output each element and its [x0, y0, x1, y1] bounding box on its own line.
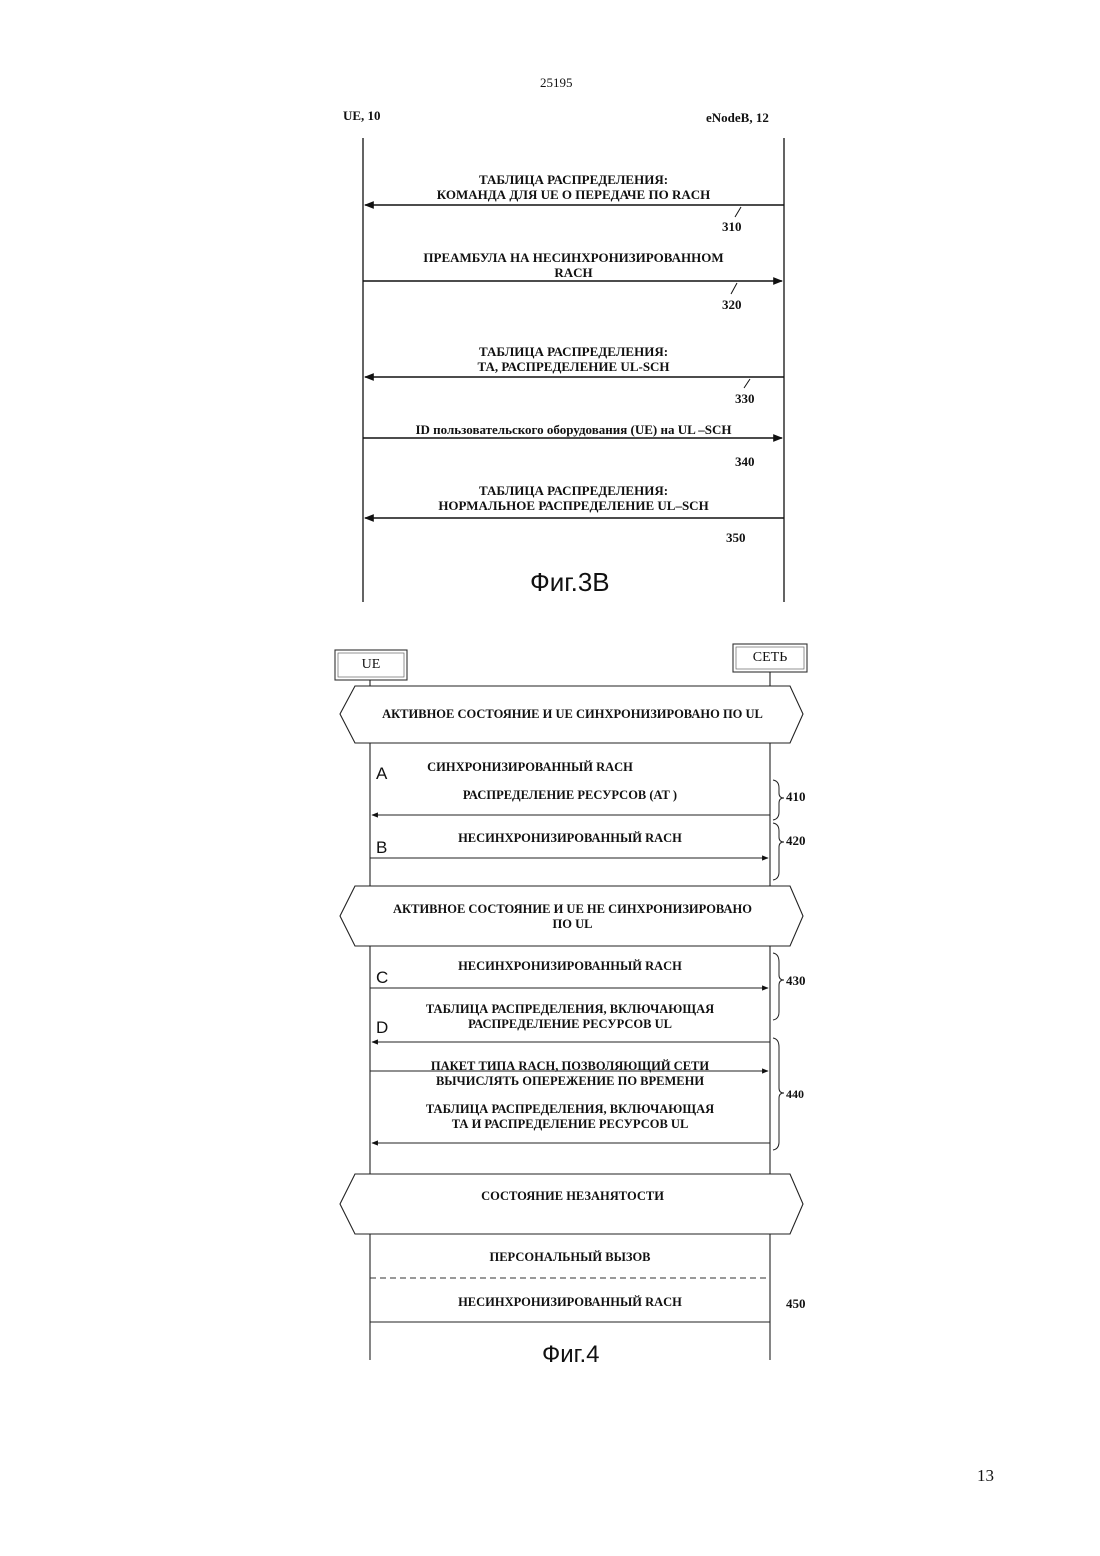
msg-unsync-rach-c: НЕСИНХРОНИЗИРОВАННЫЙ RACH — [370, 959, 770, 974]
state-idle — [340, 1174, 803, 1234]
state-active-unsynced-label: АКТИВНОЕ СОСТОЯНИЕ И UE НЕ СИНХРОНИЗИРОВ… — [355, 902, 790, 932]
ref-450: 450 — [786, 1296, 806, 1312]
brace-440 — [773, 1038, 784, 1150]
state-active-synced-label: АКТИВНОЕ СОСТОЯНИЕ И UE СИНХРОНИЗИРОВАНО… — [355, 707, 790, 722]
ue-entity-label-fig4: UE — [335, 657, 407, 673]
ref-420: 420 — [786, 833, 806, 849]
msg-rach-packet: ПАКЕТ ТИПА RACH, ПОЗВОЛЯЮЩИЙ СЕТИВЫЧИСЛЯ… — [370, 1059, 770, 1089]
brace-430 — [773, 953, 784, 1020]
ref-430: 430 — [786, 973, 806, 989]
page-number: 13 — [977, 1466, 994, 1486]
msg-unsync-rach-b: НЕСИНХРОНИЗИРОВАННЫЙ RACH — [370, 831, 770, 846]
msg-paging: ПЕРСОНАЛЬНЫЙ ВЫЗОВ — [370, 1250, 770, 1265]
network-entity-label: СЕТЬ — [733, 650, 807, 666]
msg-alloc-table-ul: ТАБЛИЦА РАСПРЕДЕЛЕНИЯ, ВКЛЮЧАЮЩАЯРАСПРЕД… — [370, 1002, 770, 1032]
ref-410: 410 — [786, 789, 806, 805]
brace-420 — [773, 823, 784, 880]
msg-alloc-table-ta: ТАБЛИЦА РАСПРЕДЕЛЕНИЯ, ВКЛЮЧАЮЩАЯТА И РА… — [370, 1102, 770, 1132]
brace-410 — [773, 780, 784, 820]
msg-resource-alloc: РАСПРЕДЕЛЕНИЕ РЕСУРСОВ (АТ ) — [370, 788, 770, 803]
fig4-caption: Фиг.4 — [542, 1341, 600, 1369]
ref-440: 440 — [786, 1087, 804, 1102]
state-idle-label: СОСТОЯНИЕ НЕЗАНЯТОСТИ — [355, 1189, 790, 1204]
msg-sync-rach: СИНХРОНИЗИРОВАННЫЙ RACH — [370, 760, 690, 775]
msg-unsync-rach-idle: НЕСИНХРОНИЗИРОВАННЫЙ RACH — [370, 1295, 770, 1310]
